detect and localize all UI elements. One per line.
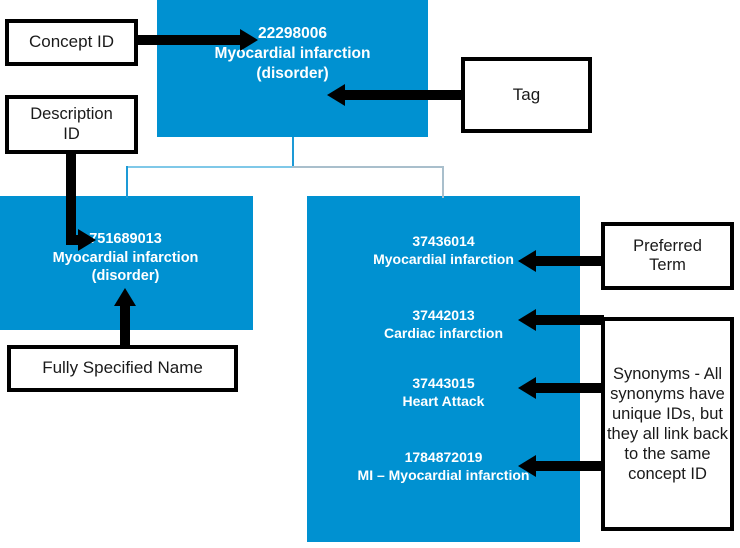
description-term: MI – Myocardial infarction <box>357 467 530 484</box>
tag-arrow-shaft <box>345 90 465 100</box>
concept-panel: 22298006 Myocardial infarction (disorder… <box>157 0 428 137</box>
description-term: Heart Attack <box>402 393 485 410</box>
annotation-tag: Tag <box>461 57 592 133</box>
description-entry: 37443015 Heart Attack <box>307 374 580 410</box>
connector-stem <box>292 137 294 167</box>
annotation-synonyms-text: Synonyms - All synonyms have unique IDs,… <box>606 364 729 484</box>
connector-drop-left <box>126 166 128 198</box>
description-id-arrowhead-icon <box>78 229 96 251</box>
description-id-value: 37442013 <box>412 307 475 323</box>
preferred-term-arrow-shaft <box>536 256 604 266</box>
description-entry: 37436014 Myocardial infarction <box>307 232 580 268</box>
synonym-arrow-shaft <box>536 315 604 325</box>
description-term: Cardiac infarction <box>383 325 504 342</box>
annotation-concept-id: Concept ID <box>5 19 138 66</box>
connector-drop-right <box>442 166 444 198</box>
description-entry: 1784872019 MI – Myocardial infarction <box>307 448 580 484</box>
description-id-arrow-vertical <box>66 150 76 245</box>
annotation-synonyms: Synonyms - All synonyms have unique IDs,… <box>601 317 734 531</box>
synonym-arrow-shaft <box>536 461 604 471</box>
annotation-concept-id-text: Concept ID <box>28 32 115 52</box>
annotation-fully-specified-name: Fully Specified Name <box>7 345 238 392</box>
description-id-arrow-horizontal <box>66 235 84 245</box>
concept-term: Myocardial infarction <box>214 44 371 62</box>
tag-arrowhead-icon <box>327 84 345 106</box>
connector-bar-right <box>292 166 444 168</box>
synonym-arrowhead-icon <box>518 309 536 331</box>
synonym-arrow-shaft <box>536 383 604 393</box>
concept-id-arrowhead-icon <box>240 29 258 51</box>
description-id-value: 37436014 <box>412 233 475 249</box>
fsn-id-value: 751689013 <box>89 231 162 247</box>
annotation-tag-text: Tag <box>512 84 541 104</box>
synonym-arrowhead-icon <box>518 455 536 477</box>
description-id-value: 1784872019 <box>404 449 483 465</box>
fsn-arrow-shaft <box>120 300 130 350</box>
description-id-value: 37443015 <box>412 375 475 391</box>
connector-bar-left <box>126 166 293 168</box>
synonym-arrowhead-icon <box>518 377 536 399</box>
descriptions-panel: 37436014 Myocardial infarction 37442013 … <box>307 196 580 542</box>
description-term: Myocardial infarction <box>373 251 514 268</box>
preferred-term-arrowhead-icon <box>518 250 536 272</box>
description-entry: 37442013 Cardiac infarction <box>307 306 580 342</box>
concept-id-value: 22298006 <box>258 25 327 42</box>
fsn-tag: (disorder) <box>91 268 160 285</box>
fsn-arrowhead-icon <box>114 288 136 306</box>
annotation-fully-specified-name-text: Fully Specified Name <box>42 358 203 378</box>
concept-tag: (disorder) <box>256 64 329 82</box>
concept-id-arrow-shaft <box>134 35 244 45</box>
fsn-term: Myocardial infarction <box>52 249 199 266</box>
